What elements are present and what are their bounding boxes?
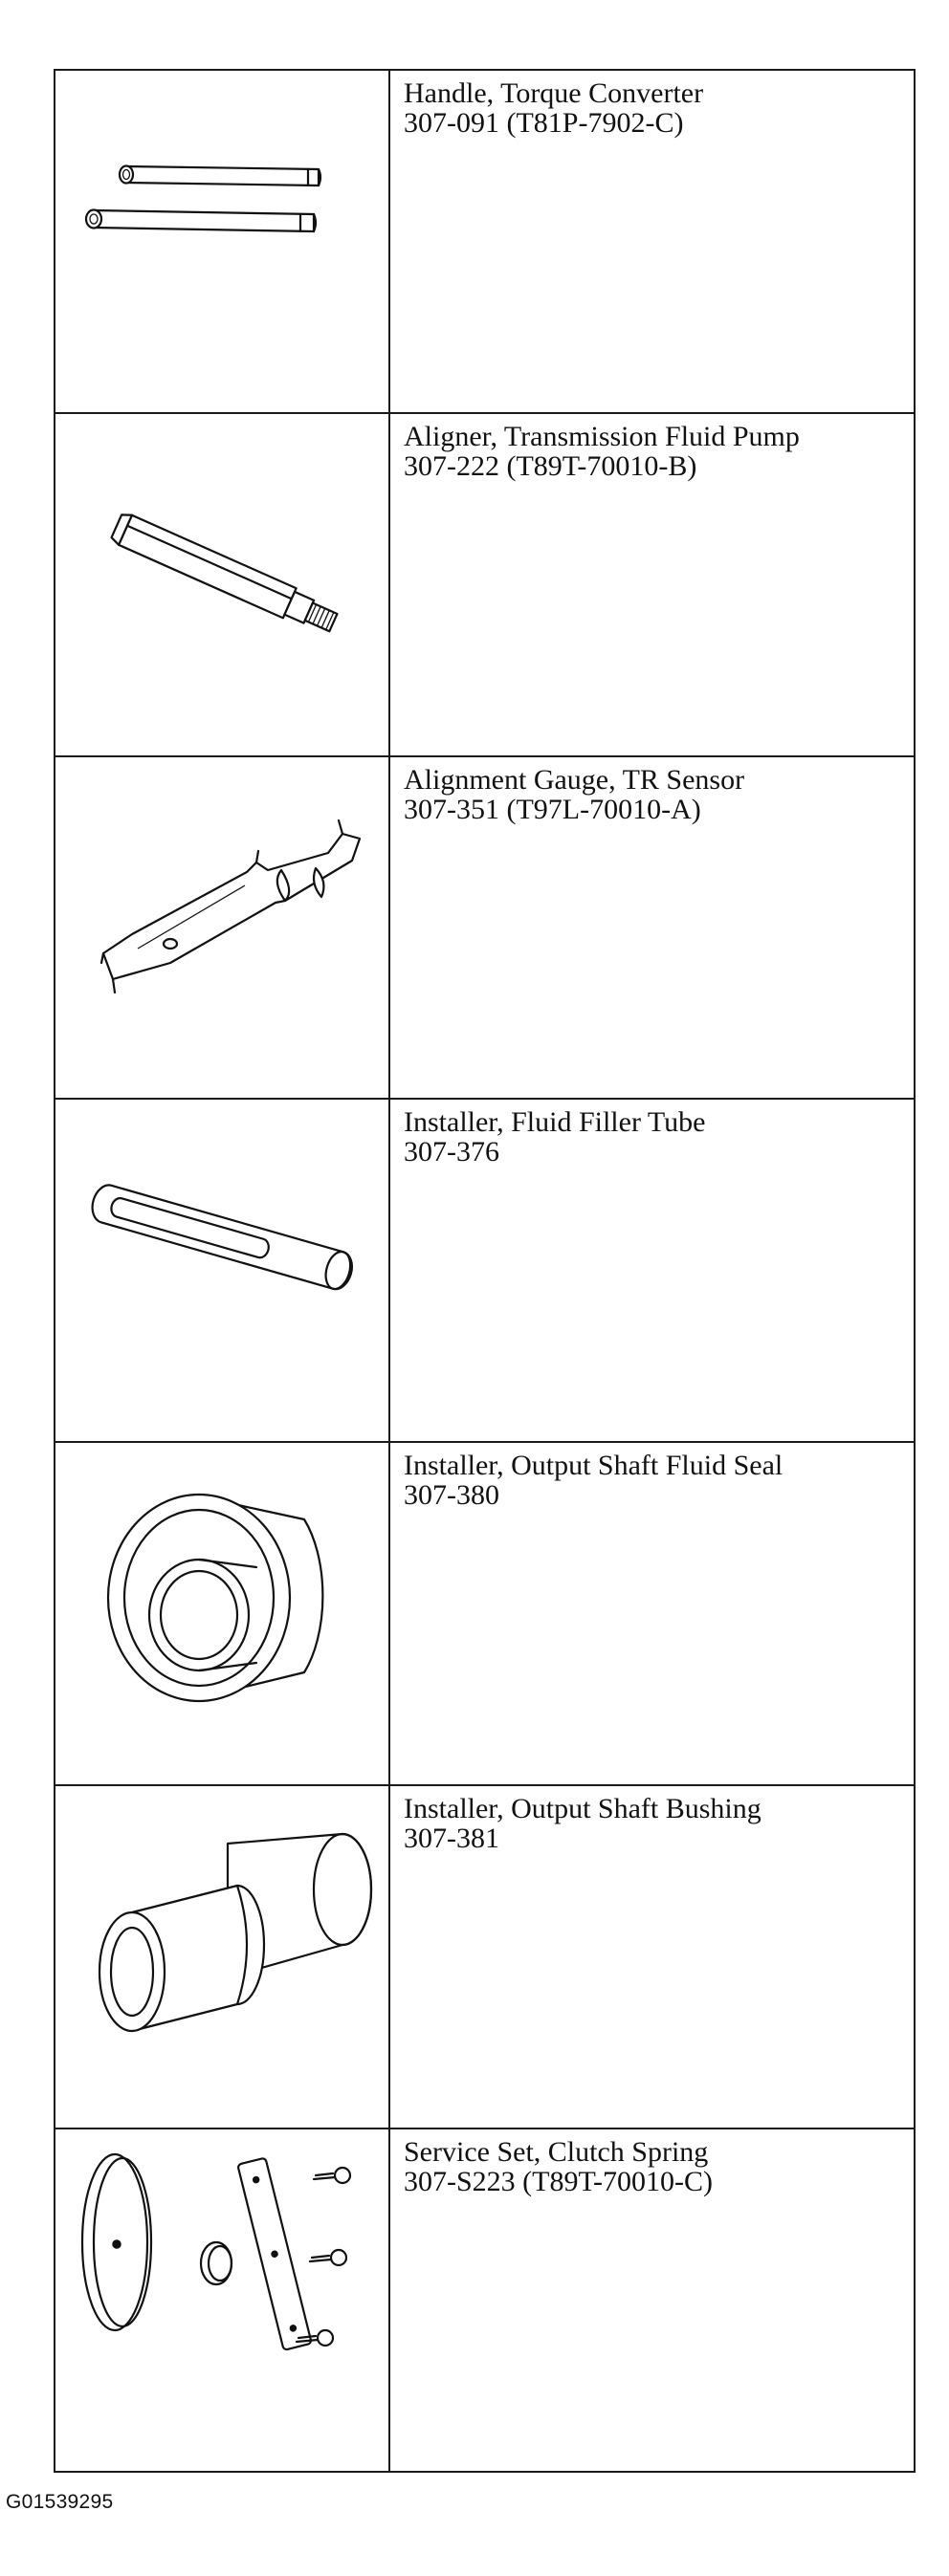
tr-sensor-gauge-illustration — [99, 819, 362, 993]
tool-description-cell: Installer, Output Shaft Fluid Seal 307-3… — [388, 1441, 916, 1786]
tool-description-cell: Installer, Fluid Filler Tube 307-376 — [388, 1098, 916, 1444]
tool-image-cell — [54, 1098, 390, 1444]
tool-image-cell — [54, 1441, 390, 1786]
tool-row: Aligner, Transmission Fluid Pump 307-222… — [54, 411, 916, 757]
tool-number: 307-S223 (T89T-70010-C) — [404, 2165, 714, 2197]
tool-name: Alignment Gauge, TR Sensor — [404, 763, 745, 796]
figure-id: G01539295 — [6, 2491, 114, 2513]
tool-name: Aligner, Transmission Fluid Pump — [404, 420, 800, 452]
tool-number: 307-381 — [404, 1822, 499, 1854]
tool-row: Handle, Torque Converter 307-091 (T81P-7… — [54, 69, 916, 414]
tool-row: Service Set, Clutch Spring 307-S223 (T89… — [54, 2127, 916, 2473]
tool-number: 307-380 — [404, 1479, 499, 1512]
tool-number: 307-351 (T97L-70010-A) — [404, 793, 701, 825]
tool-row: Installer, Output Shaft Fluid Seal 307-3… — [54, 1441, 916, 1786]
tool-description-cell: Handle, Torque Converter 307-091 (T81P-7… — [388, 69, 916, 414]
tool-name: Installer, Output Shaft Fluid Seal — [404, 1450, 783, 1482]
bushing-installer-illustration — [98, 1832, 373, 2033]
tool-description-cell: Alignment Gauge, TR Sensor 307-351 (T97L… — [388, 754, 916, 1101]
tool-row: Installer, Fluid Filler Tube 307-376 — [54, 1098, 916, 1444]
torque-converter-handles-illustration — [84, 164, 322, 233]
tool-image-cell — [54, 754, 390, 1101]
tool-image-cell — [54, 69, 390, 414]
tool-image-cell — [54, 1783, 390, 2129]
fluid-seal-installer-illustration — [106, 1494, 324, 1703]
tool-number: 307-222 (T89T-70010-B) — [404, 449, 697, 482]
tool-description-cell: Service Set, Clutch Spring 307-S223 (T89… — [388, 2127, 916, 2473]
tool-name: Service Set, Clutch Spring — [404, 2135, 709, 2168]
tool-number: 307-091 (T81P-7902-C) — [404, 107, 684, 139]
special-tools-table: Handle, Torque Converter 307-091 (T81P-7… — [54, 69, 916, 2473]
tool-name: Installer, Output Shaft Bushing — [404, 1792, 761, 1824]
tool-image-cell — [54, 2127, 390, 2473]
clutch-spring-set-illustration — [80, 2152, 352, 2350]
tool-row: Installer, Output Shaft Bushing 307-381 — [54, 1783, 916, 2129]
pump-aligner-illustration — [110, 513, 339, 633]
tool-description-cell: Aligner, Transmission Fluid Pump 307-222… — [388, 411, 916, 757]
tool-name: Handle, Torque Converter — [404, 77, 704, 109]
tool-row: Alignment Gauge, TR Sensor 307-351 (T97L… — [54, 754, 916, 1101]
tool-description-cell: Installer, Output Shaft Bushing 307-381 — [388, 1783, 916, 2129]
tool-image-cell — [54, 411, 390, 757]
tool-number: 307-376 — [404, 1136, 499, 1168]
filler-tube-installer-illustration — [91, 1184, 353, 1291]
tool-name: Installer, Fluid Filler Tube — [404, 1106, 706, 1139]
